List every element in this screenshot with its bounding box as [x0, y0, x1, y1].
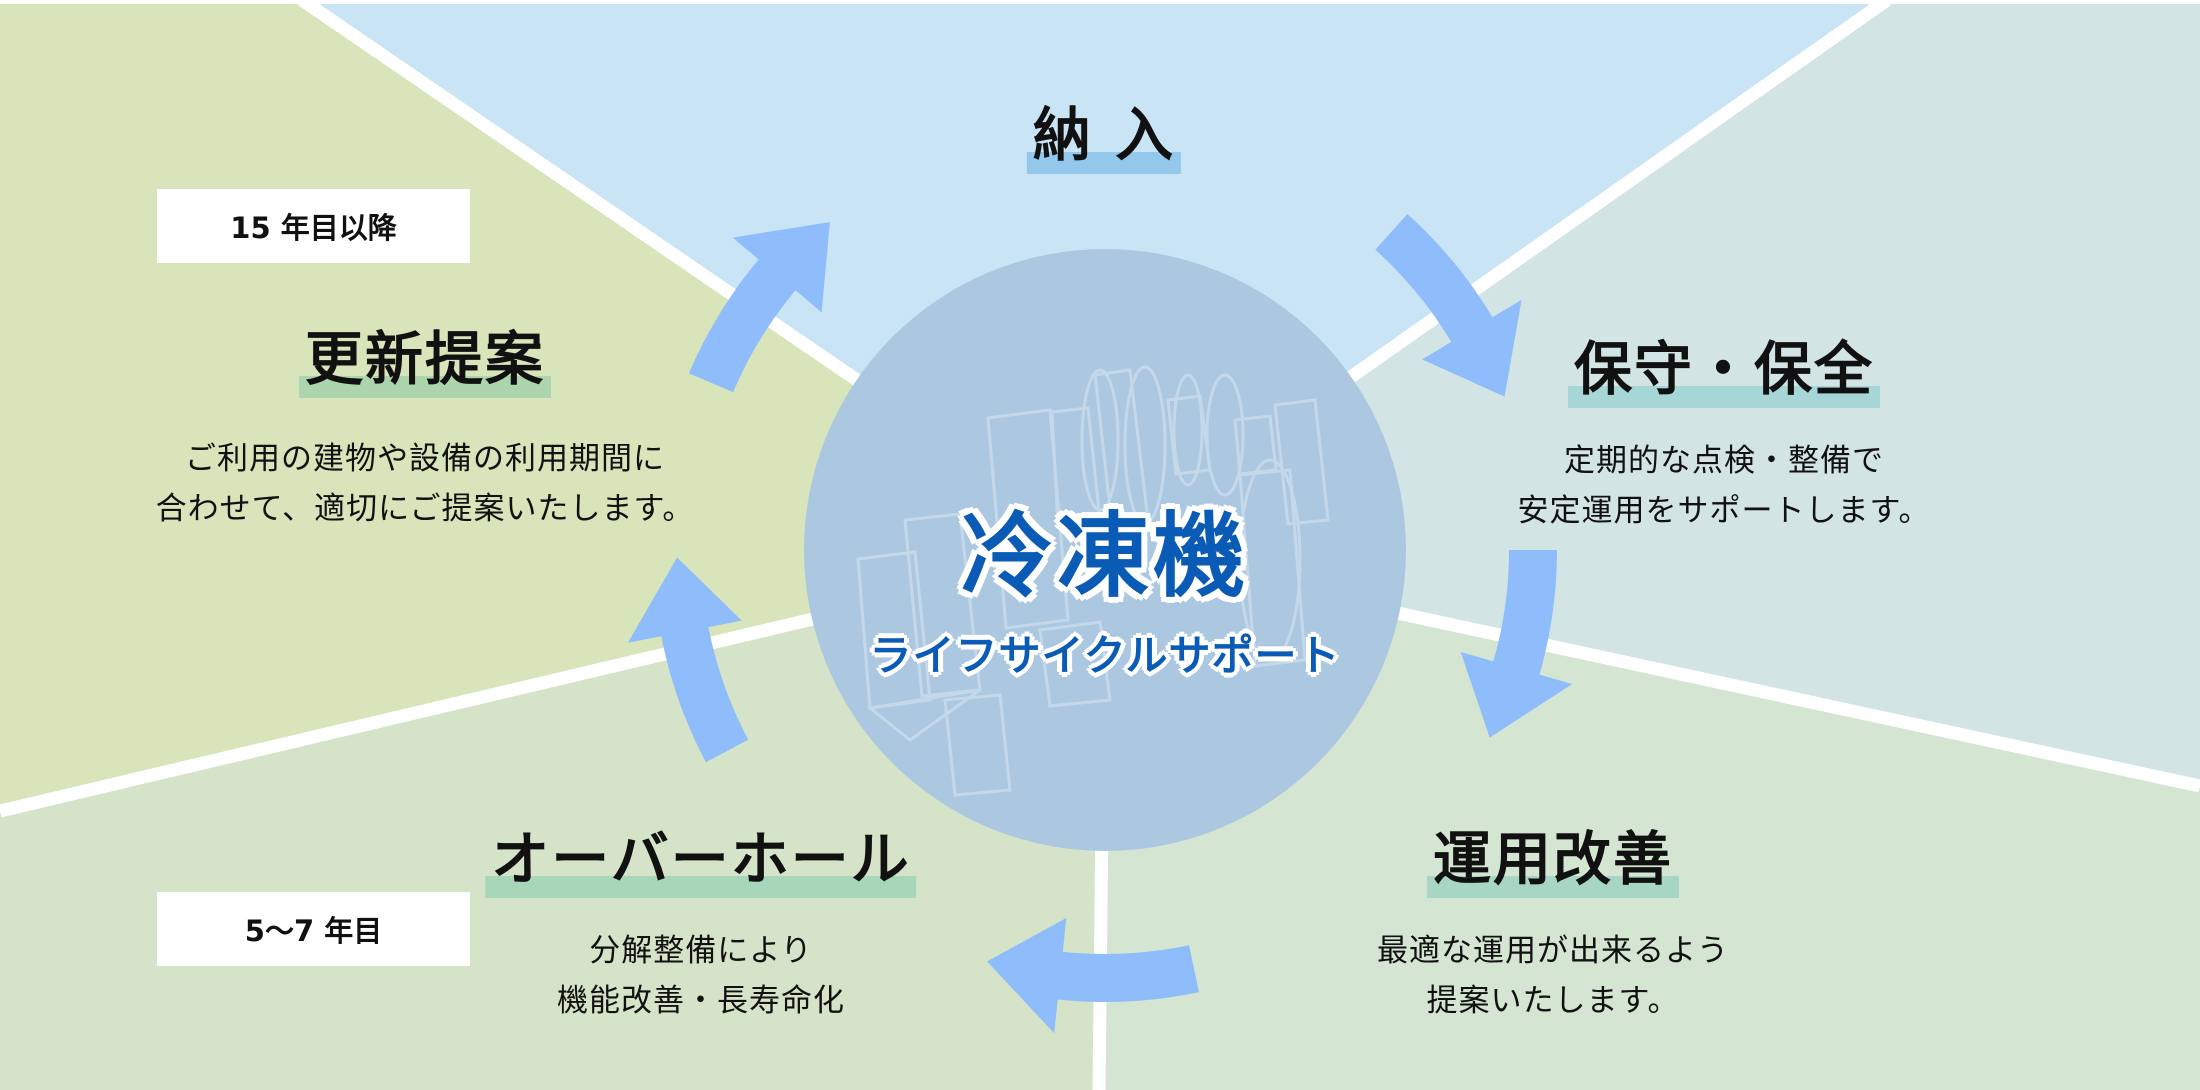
- center-title: 冷凍機: [960, 503, 1250, 610]
- stage-delivery-heading: 納 入: [1026, 106, 1182, 174]
- region-improvement: [1099, 550, 2200, 1090]
- heading-highlight: [485, 876, 917, 898]
- arrow-improvement-to-overhaul-icon: [987, 918, 1199, 1034]
- description-line: 機能改善・長寿命化: [557, 983, 845, 1019]
- stage-improvement-description: 最適な運用が出来るよう 提案いたします。: [1377, 926, 1729, 1026]
- heading-text: 運用改善: [1432, 825, 1674, 893]
- description-line: ご利用の建物や設備の利用期間に: [184, 441, 665, 477]
- description-line: 安定運用をサポートします。: [1517, 493, 1931, 529]
- description-line: 提案いたします。: [1426, 983, 1680, 1019]
- stage-renewal-heading: 更新提案: [298, 330, 552, 398]
- stage-renewal-description: ご利用の建物や設備の利用期間に 合わせて、適切にご提案いたします。: [156, 434, 695, 534]
- description-line: 最適な運用が出来るよう: [1377, 933, 1729, 969]
- description-line: 合わせて、適切にご提案いたします。: [155, 491, 695, 527]
- heading-highlight: [1026, 152, 1182, 174]
- heading-text: 納 入: [1032, 101, 1176, 169]
- arrow-renewal-to-delivery-icon: [688, 222, 830, 393]
- stage-improvement-heading: 運用改善: [1426, 830, 1680, 898]
- arrow-maintenance-to-improvement-icon: [1460, 550, 1573, 738]
- heading-text: 更新提案: [304, 325, 546, 393]
- overhaul-period-badge: 5〜7 年目: [157, 892, 470, 966]
- heading-highlight: [298, 376, 552, 398]
- stage-overhaul-description: 分解整備により 機能改善・長寿命化: [557, 926, 845, 1026]
- stage-maintenance-heading: 保守・保全: [1567, 340, 1881, 408]
- arrow-delivery-to-maintenance-icon: [1375, 214, 1522, 397]
- renewal-period-badge: 15 年目以降: [157, 189, 470, 263]
- refrigerator-machine-icon: [856, 365, 1330, 797]
- center-subtitle: ライフサイクルサポート: [869, 631, 1341, 680]
- heading-text: オーバーホール: [491, 825, 911, 893]
- heading-highlight: [1426, 876, 1680, 898]
- description-line: 分解整備により: [589, 933, 813, 969]
- stage-overhaul-heading: オーバーホール: [485, 830, 917, 898]
- cycle-arrows: [627, 214, 1573, 1034]
- heading-text: 保守・保全: [1573, 335, 1875, 403]
- description-line: 定期的な点検・整備で: [1564, 443, 1884, 479]
- arrow-overhaul-to-renewal-icon: [627, 557, 749, 763]
- stage-maintenance-description: 定期的な点検・整備で 安定運用をサポートします。: [1518, 436, 1931, 536]
- heading-highlight: [1567, 386, 1881, 408]
